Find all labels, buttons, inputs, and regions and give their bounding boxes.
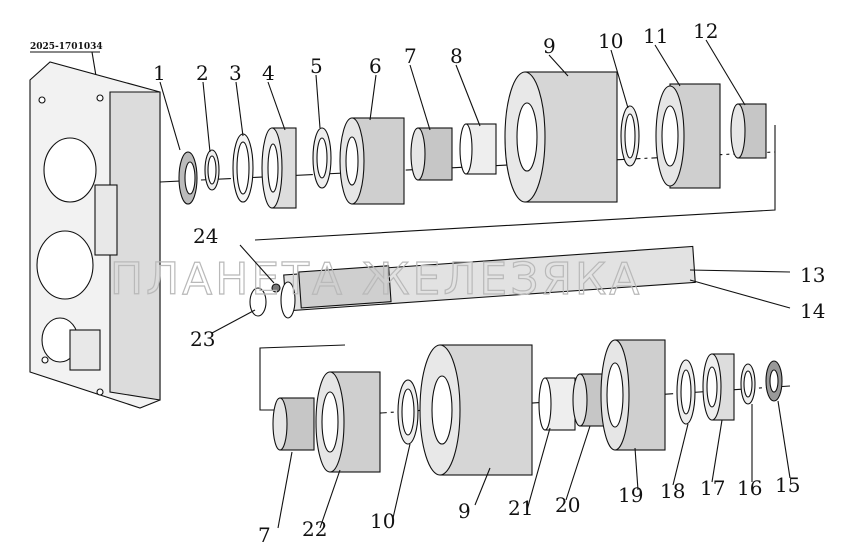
part-3-washer xyxy=(232,133,254,203)
part-24-ball xyxy=(271,283,281,293)
part-8-sleeve xyxy=(459,123,497,175)
callout-6: 6 xyxy=(369,54,382,78)
callout-9-lower: 9 xyxy=(458,499,471,523)
gearbox-housing xyxy=(29,61,161,409)
part-17-bearing xyxy=(702,353,735,421)
part-4-bearing xyxy=(261,127,297,209)
callout-15: 15 xyxy=(775,473,800,497)
part-18-ring xyxy=(676,359,696,425)
part-6-gear xyxy=(339,117,405,205)
callout-13: 13 xyxy=(800,263,825,287)
leader-lines xyxy=(159,39,791,529)
part-15-nut xyxy=(765,360,783,402)
callout-7: 7 xyxy=(404,44,417,68)
callout-19: 19 xyxy=(618,483,643,507)
part-23-ring xyxy=(249,287,267,317)
callout-22: 22 xyxy=(302,517,327,541)
lower-return-line xyxy=(259,344,346,411)
part-22-gear xyxy=(315,371,381,473)
callout-3: 3 xyxy=(229,61,242,85)
part-9-synchronizer-lower xyxy=(419,344,533,476)
callout-1: 1 xyxy=(153,61,166,85)
part-10-ring-lower xyxy=(397,379,419,445)
callout-21: 21 xyxy=(508,496,533,520)
part-16-ring xyxy=(740,363,756,405)
callout-5: 5 xyxy=(310,54,323,78)
part-2-ring xyxy=(204,149,220,191)
upper-return-line xyxy=(254,125,776,241)
part-12-needle-bearing xyxy=(730,103,767,159)
callout-20: 20 xyxy=(555,493,580,517)
callout-14: 14 xyxy=(800,299,825,323)
callout-4: 4 xyxy=(262,61,275,85)
part-21-sleeve xyxy=(538,377,576,431)
callout-11: 11 xyxy=(643,24,668,48)
part-7-needle-bearing xyxy=(410,127,453,181)
part-1-seal xyxy=(178,151,198,205)
callout-8: 8 xyxy=(450,44,463,68)
part-5-ring xyxy=(312,127,332,189)
callout-2: 2 xyxy=(196,61,209,85)
callout-18: 18 xyxy=(660,479,685,503)
callout-10-lower: 10 xyxy=(370,509,395,533)
part-19-gear xyxy=(600,339,666,451)
part-13-14-shaft xyxy=(280,245,696,319)
callout-9: 9 xyxy=(543,34,556,58)
callout-10: 10 xyxy=(598,29,623,53)
part-11-gear xyxy=(655,83,721,189)
callout-12: 12 xyxy=(693,19,718,43)
part-9-synchronizer xyxy=(504,71,618,203)
callout-7-lower: 7 xyxy=(258,523,271,547)
watermark: ПЛАНЕТА ЖЕЛЕЗЯКА xyxy=(110,254,642,305)
part-7-needle-bearing-lower xyxy=(272,397,315,451)
part-10-ring xyxy=(620,105,640,167)
callout-17: 17 xyxy=(700,476,725,500)
callout-24: 24 xyxy=(193,224,218,248)
callout-16: 16 xyxy=(737,476,762,500)
drawing-code: 2025-1701034 xyxy=(30,42,103,52)
callout-23: 23 xyxy=(190,327,215,351)
